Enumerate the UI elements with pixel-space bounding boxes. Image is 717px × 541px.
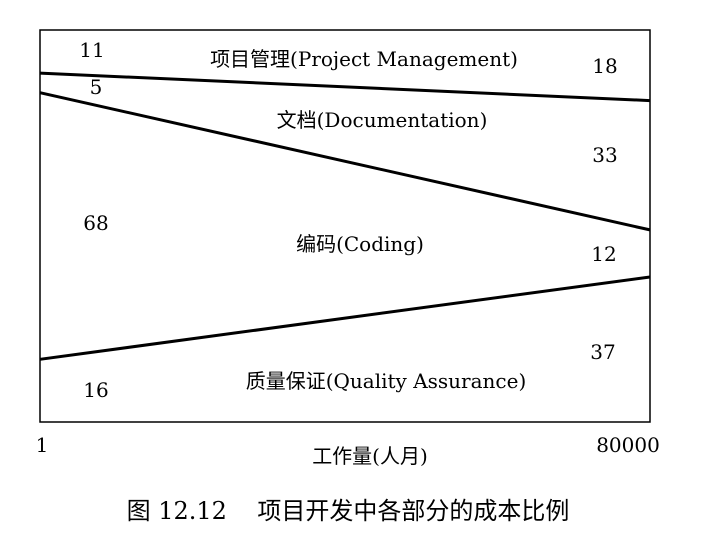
series-label-coding: 编码(Coding)	[296, 232, 424, 256]
x-tick-label-min: 1	[36, 433, 49, 457]
series-label-documentation: 文档(Documentation)	[277, 108, 488, 132]
boundary-pm-doc	[39, 71, 651, 103]
data-label-pm-left: 11	[79, 38, 104, 62]
data-label-qa-right: 37	[590, 340, 615, 364]
data-label-coding-right: 12	[591, 242, 616, 266]
boundary-doc-coding	[39, 91, 651, 232]
data-label-doc-right: 33	[592, 143, 617, 167]
data-label-doc-left: 5	[90, 75, 103, 99]
series-label-project-management: 项目管理(Project Management)	[210, 47, 518, 71]
data-label-qa-left: 16	[83, 378, 108, 402]
x-axis-label: 工作量(人月)	[312, 444, 428, 468]
data-label-coding-left: 68	[83, 211, 108, 235]
plot-frame	[39, 29, 651, 423]
figure-caption: 图 12.12 项目开发中各部分的成本比例	[127, 497, 570, 525]
series-label-quality-assurance: 质量保证(Quality Assurance)	[246, 369, 527, 393]
x-tick-label-max: 80000	[596, 433, 660, 457]
boundary-coding-qa	[39, 275, 651, 361]
data-label-pm-right: 18	[592, 54, 617, 78]
boundary-lines	[39, 71, 651, 361]
